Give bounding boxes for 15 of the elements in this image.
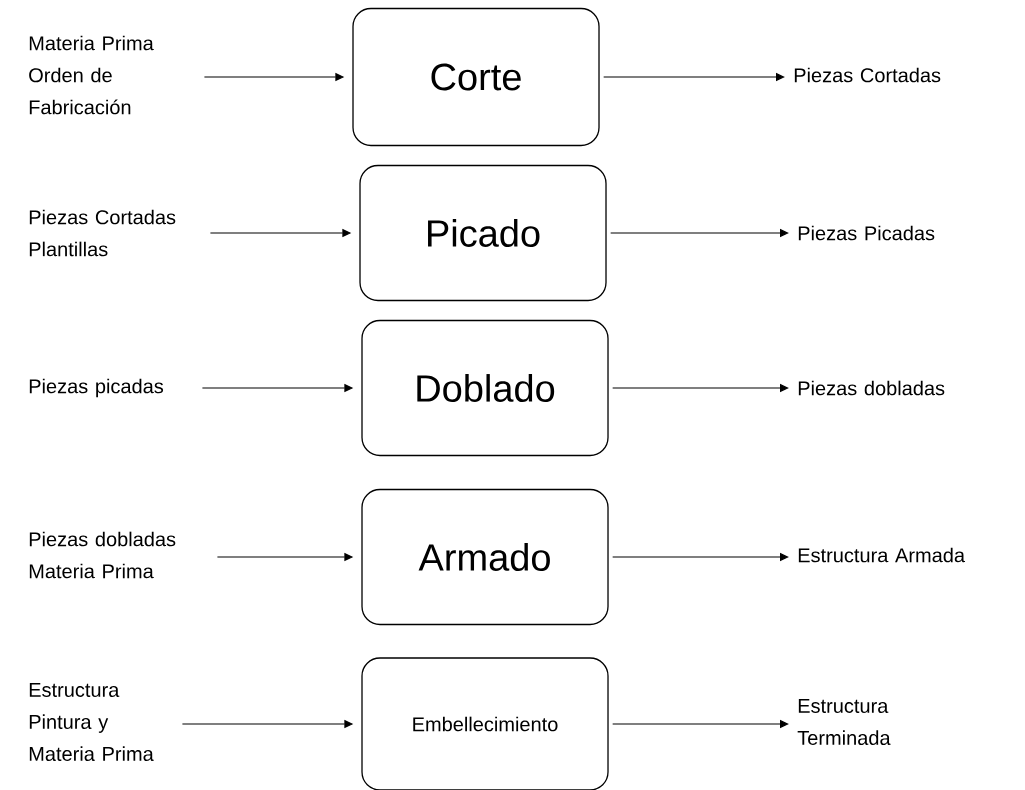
process-box: Armado: [361, 488, 609, 626]
output-text: Piezas Picadas: [798, 225, 935, 241]
input-text: Piezas Cortadas Plantillas: [29, 209, 176, 257]
output-text: Estructura Armada: [798, 547, 966, 563]
input-text: Piezas picadas: [29, 378, 164, 398]
input-text: Piezas dobladas Materia Prima: [29, 531, 176, 579]
input-text: Materia Prima Orden de Fabricación: [29, 35, 154, 115]
input-text: Estructura Pintura y Materia Prima: [29, 683, 154, 761]
process-box: Corte: [352, 7, 600, 147]
output-text: Piezas Cortadas: [794, 67, 941, 83]
output-text: Piezas dobladas: [798, 380, 945, 396]
process-box: Embellecimiento: [361, 657, 609, 790]
process-box: Picado: [359, 164, 607, 302]
output-text: Estructura Terminada: [797, 699, 891, 745]
process-box: Doblado: [361, 319, 609, 457]
